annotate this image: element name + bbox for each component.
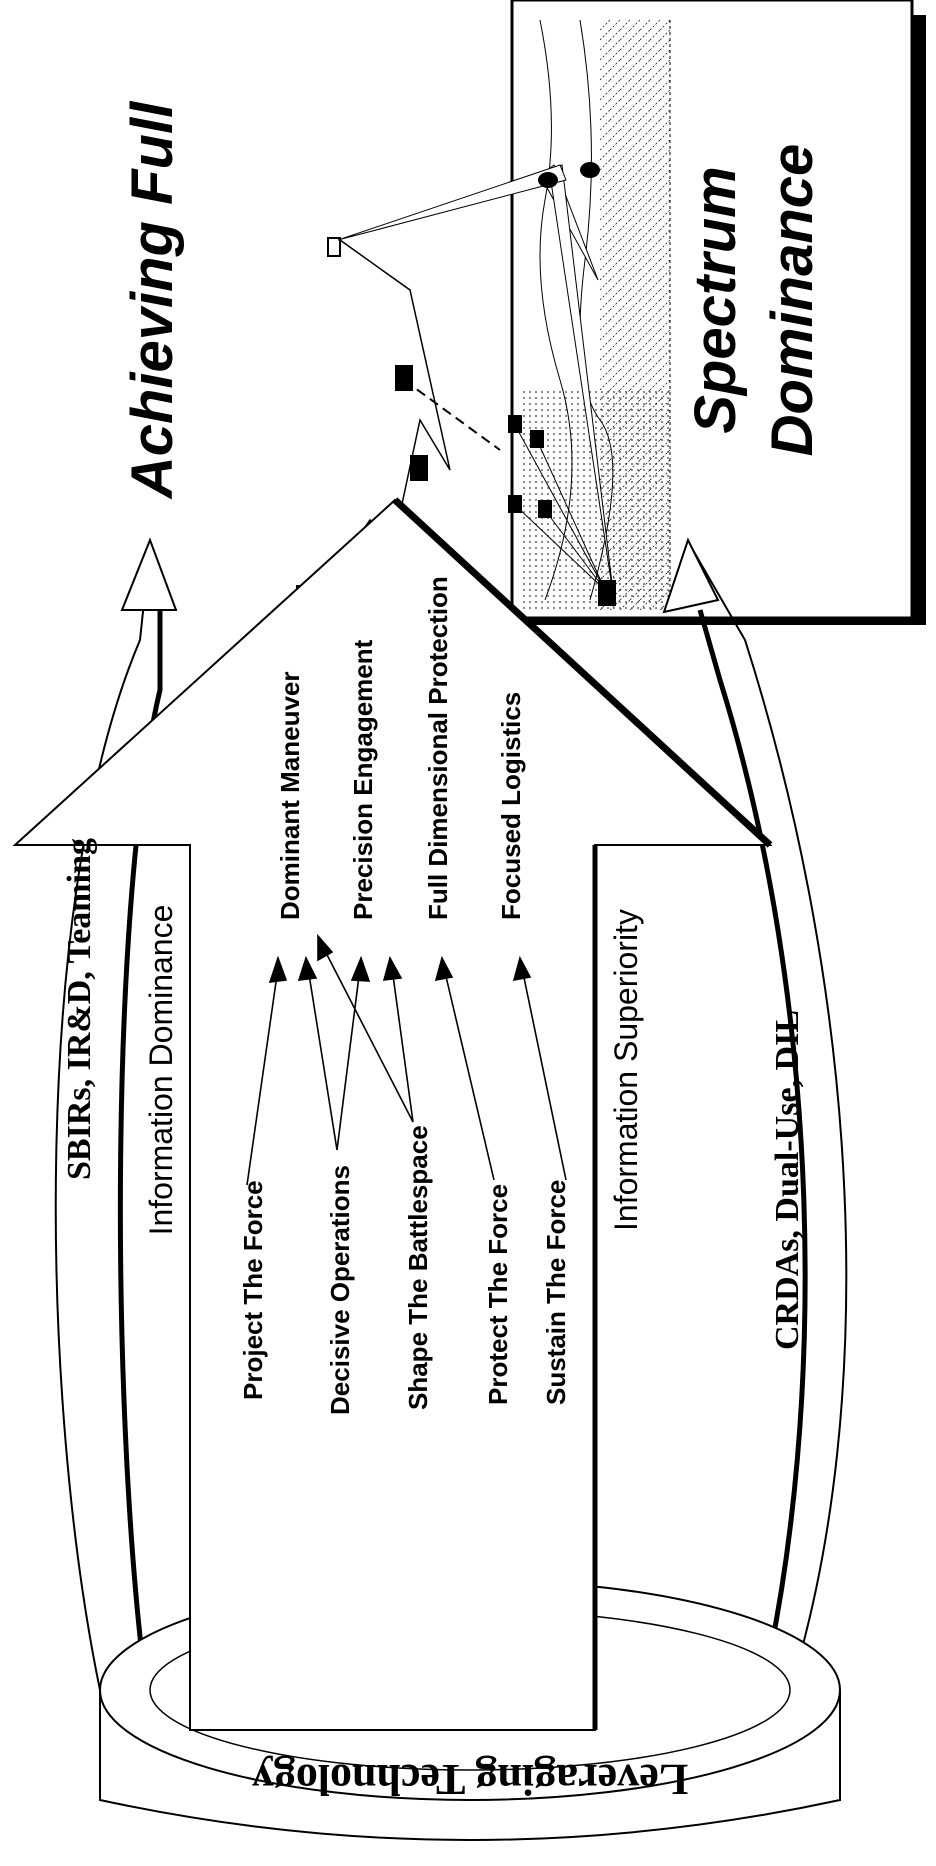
panel-title-line2: Spectrum xyxy=(683,166,748,434)
arrow-shape-to-maneuver xyxy=(321,944,414,1123)
arrowhead-1 xyxy=(268,955,288,983)
connector-arrows xyxy=(246,933,567,1186)
arrow-shape-to-precision xyxy=(391,967,414,1123)
arrowhead-6 xyxy=(434,955,454,982)
arrowhead-2 xyxy=(297,955,318,981)
house-outline xyxy=(12,498,773,1731)
target-lines xyxy=(514,424,606,591)
arrow-decisive-to-maneuver xyxy=(307,967,338,1151)
operation-protect: Protect The Force xyxy=(483,1184,513,1405)
house-arrow: Information Dominance Information Superi… xyxy=(12,497,773,1731)
target-icon-2 xyxy=(580,162,600,178)
operation-shape: Shape The Battlespace xyxy=(403,1125,433,1410)
terrain-illustration xyxy=(290,19,671,621)
operation-decisive: Decisive Operations xyxy=(325,1165,355,1415)
tank-icon-4 xyxy=(538,500,552,518)
arrowhead-4 xyxy=(317,933,334,962)
comm-link-zigzag xyxy=(299,239,451,621)
operation-project: Project The Force xyxy=(238,1180,268,1400)
capability-logistics: Focused Logistics xyxy=(496,692,526,920)
horizon-line xyxy=(539,19,573,601)
right-arrow-outer xyxy=(689,544,848,1691)
helicopter-icon-2 xyxy=(410,455,428,481)
tank-icon-1 xyxy=(508,415,522,433)
arrow-protect-to-protection xyxy=(443,967,495,1181)
capability-maneuver: Dominant Maneuver xyxy=(275,672,305,921)
tank-icon-2 xyxy=(530,430,544,448)
arrowhead-3 xyxy=(350,955,371,982)
bottom-arrow-label: CRDAs, Dual-Use, DIL xyxy=(769,1010,806,1350)
panel-title-line1: Achieving Full xyxy=(120,100,185,500)
uav-beam xyxy=(337,164,567,241)
operation-sustain: Sustain The Force xyxy=(541,1180,571,1405)
right-curved-arrow xyxy=(662,537,848,1701)
capability-precision: Precision Engagement xyxy=(348,639,378,920)
left-arrow-head xyxy=(120,537,178,611)
panel-title-line3: Dominance xyxy=(760,144,825,457)
target-icon-1 xyxy=(538,172,558,188)
right-arrow-head xyxy=(662,537,720,614)
arrow-decisive-to-precision xyxy=(336,967,361,1151)
arrowhead-5 xyxy=(382,955,403,981)
ring-label: Leveraging Technology xyxy=(252,1755,688,1804)
uav-icon xyxy=(327,237,341,257)
hatched-ground xyxy=(600,20,670,610)
top-arrow-label: SBIRs, IR&D, Teaming xyxy=(61,838,98,1180)
arrowhead-7 xyxy=(512,955,532,982)
right-arrow-inner xyxy=(697,609,808,1701)
arrow-sustain-to-logistics xyxy=(521,967,567,1181)
left-arrow-outer xyxy=(54,544,151,1691)
helicopter-icon-1 xyxy=(395,365,413,391)
house-roof-shadow xyxy=(392,497,773,848)
dashed-link xyxy=(403,379,501,451)
arrow-project-to-maneuver xyxy=(246,967,279,1186)
scene-panel: Achieving Full Spectrum Dominance xyxy=(120,0,926,625)
info-superiority-label: Information Superiority xyxy=(608,909,644,1231)
info-dominance-label: Information Dominance xyxy=(143,905,179,1236)
capability-protection: Full Dimensional Protection xyxy=(423,576,453,920)
